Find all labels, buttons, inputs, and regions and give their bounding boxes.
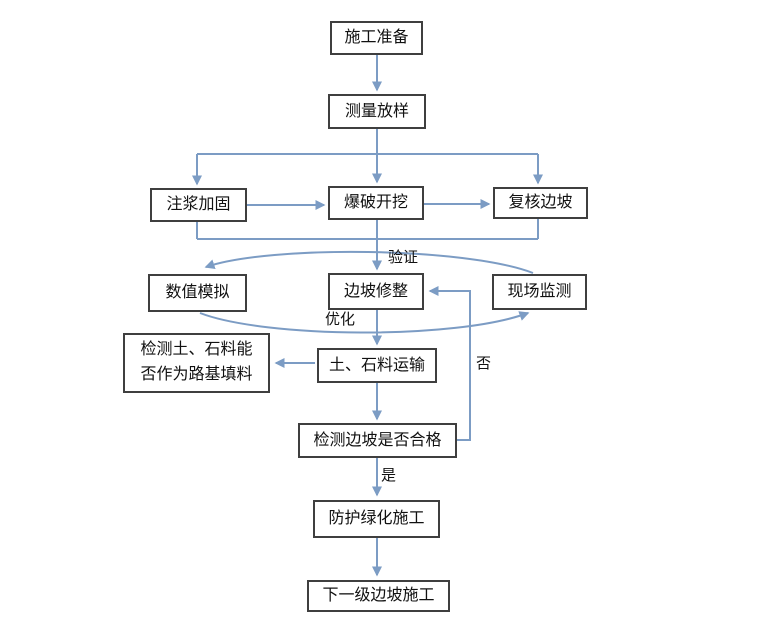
node-measurement-setting-out: 测量放样 <box>328 94 426 129</box>
arc-simulate-to-monitor <box>199 311 530 334</box>
node-slope-trimming: 边坡修整 <box>328 273 424 310</box>
node-next-level-slope: 下一级边坡施工 <box>307 580 450 612</box>
arc-monitor-to-simulate <box>204 250 534 274</box>
node-numerical-simulation: 数值模拟 <box>148 274 247 312</box>
edge-label-optimize: 优化 <box>325 311 356 328</box>
node-grouting-reinforcement: 注浆加固 <box>150 188 247 222</box>
node-protection-greening: 防护绿化施工 <box>313 500 440 538</box>
node-soil-rock-transport: 土、石料运输 <box>317 348 437 383</box>
node-blasting-excavation: 爆破开挖 <box>328 186 424 220</box>
edge-label-verify: 验证 <box>388 249 419 266</box>
node-slope-qualification-check: 检测边坡是否合格 <box>298 423 457 458</box>
feedback-no-line <box>428 286 471 441</box>
node-review-slope: 复核边坡 <box>493 187 588 219</box>
edge-label-yes: 是 <box>381 467 397 484</box>
node-construction-preparation: 施工准备 <box>330 21 423 55</box>
node-soil-rock-fill-test: 检测土、石料能 否作为路基填料 <box>123 333 270 393</box>
edge-label-no: 否 <box>476 355 492 372</box>
node-site-monitoring: 现场监测 <box>492 274 587 310</box>
